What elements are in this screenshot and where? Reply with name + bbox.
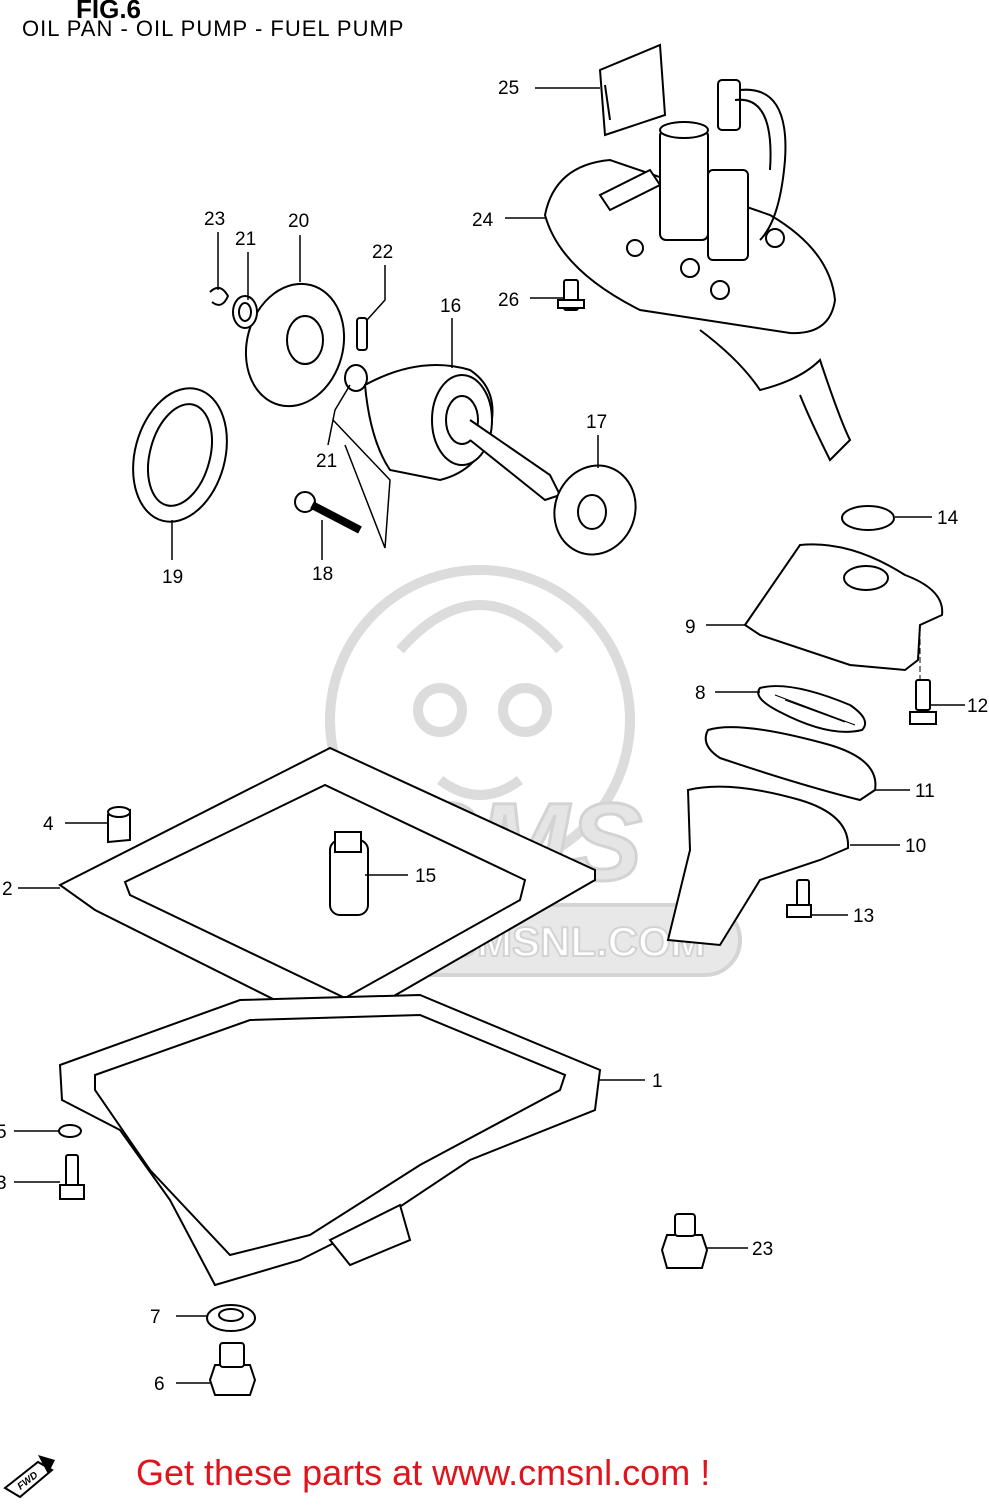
- callout-17: 17: [586, 412, 607, 433]
- callout-2: 2: [2, 879, 13, 900]
- callout-21-top: 21: [235, 229, 256, 250]
- callout-8: 8: [695, 683, 706, 704]
- callout-leaders: [14, 87, 965, 1384]
- callout-1: 1: [652, 1071, 663, 1092]
- callout-18: 18: [312, 564, 333, 585]
- promo-link[interactable]: Get these parts at www.cmsnl.com !: [136, 1452, 711, 1493]
- fwd-orientation-badge: FWD: [3, 1455, 55, 1499]
- oil-pump-group: [132, 282, 637, 556]
- callout-7: 7: [150, 1307, 161, 1328]
- callout-11: 11: [915, 781, 935, 802]
- callout-16: 16: [440, 296, 461, 317]
- callout-6: 6: [154, 1374, 165, 1395]
- figure-label: FIG.6: [76, 0, 142, 24]
- callout-13: 13: [853, 906, 874, 927]
- callout-10: 10: [905, 836, 926, 857]
- callout-5: 5: [0, 1122, 7, 1143]
- callout-14: 14: [937, 508, 959, 529]
- callout-23: 23: [204, 209, 225, 230]
- oil-strainer-stack: [666, 505, 944, 947]
- callout-numbers: 25 24 26 23 21 20 22 16 17 21 19 18 14 9…: [0, 78, 988, 1395]
- callout-19: 19: [162, 567, 183, 588]
- callout-3: 3: [0, 1173, 7, 1194]
- callout-25: 24: [472, 210, 494, 231]
- callout-15: 15: [415, 866, 436, 887]
- fuel-pump-assembly: [543, 43, 852, 462]
- callout-27: 26: [498, 290, 519, 311]
- callout-26: 25: [498, 78, 519, 99]
- callout-9: 9: [685, 617, 696, 638]
- callout-24: 23: [752, 1239, 773, 1260]
- callout-21-lower: 21: [316, 451, 337, 472]
- callout-22: 22: [372, 242, 393, 263]
- oil-pan-group: [58, 746, 709, 1396]
- figure-title: OIL PAN - OIL PUMP - FUEL PUMP: [22, 16, 405, 41]
- callout-4: 4: [43, 814, 54, 835]
- callout-12: 12: [967, 696, 988, 717]
- callout-20: 20: [288, 211, 309, 232]
